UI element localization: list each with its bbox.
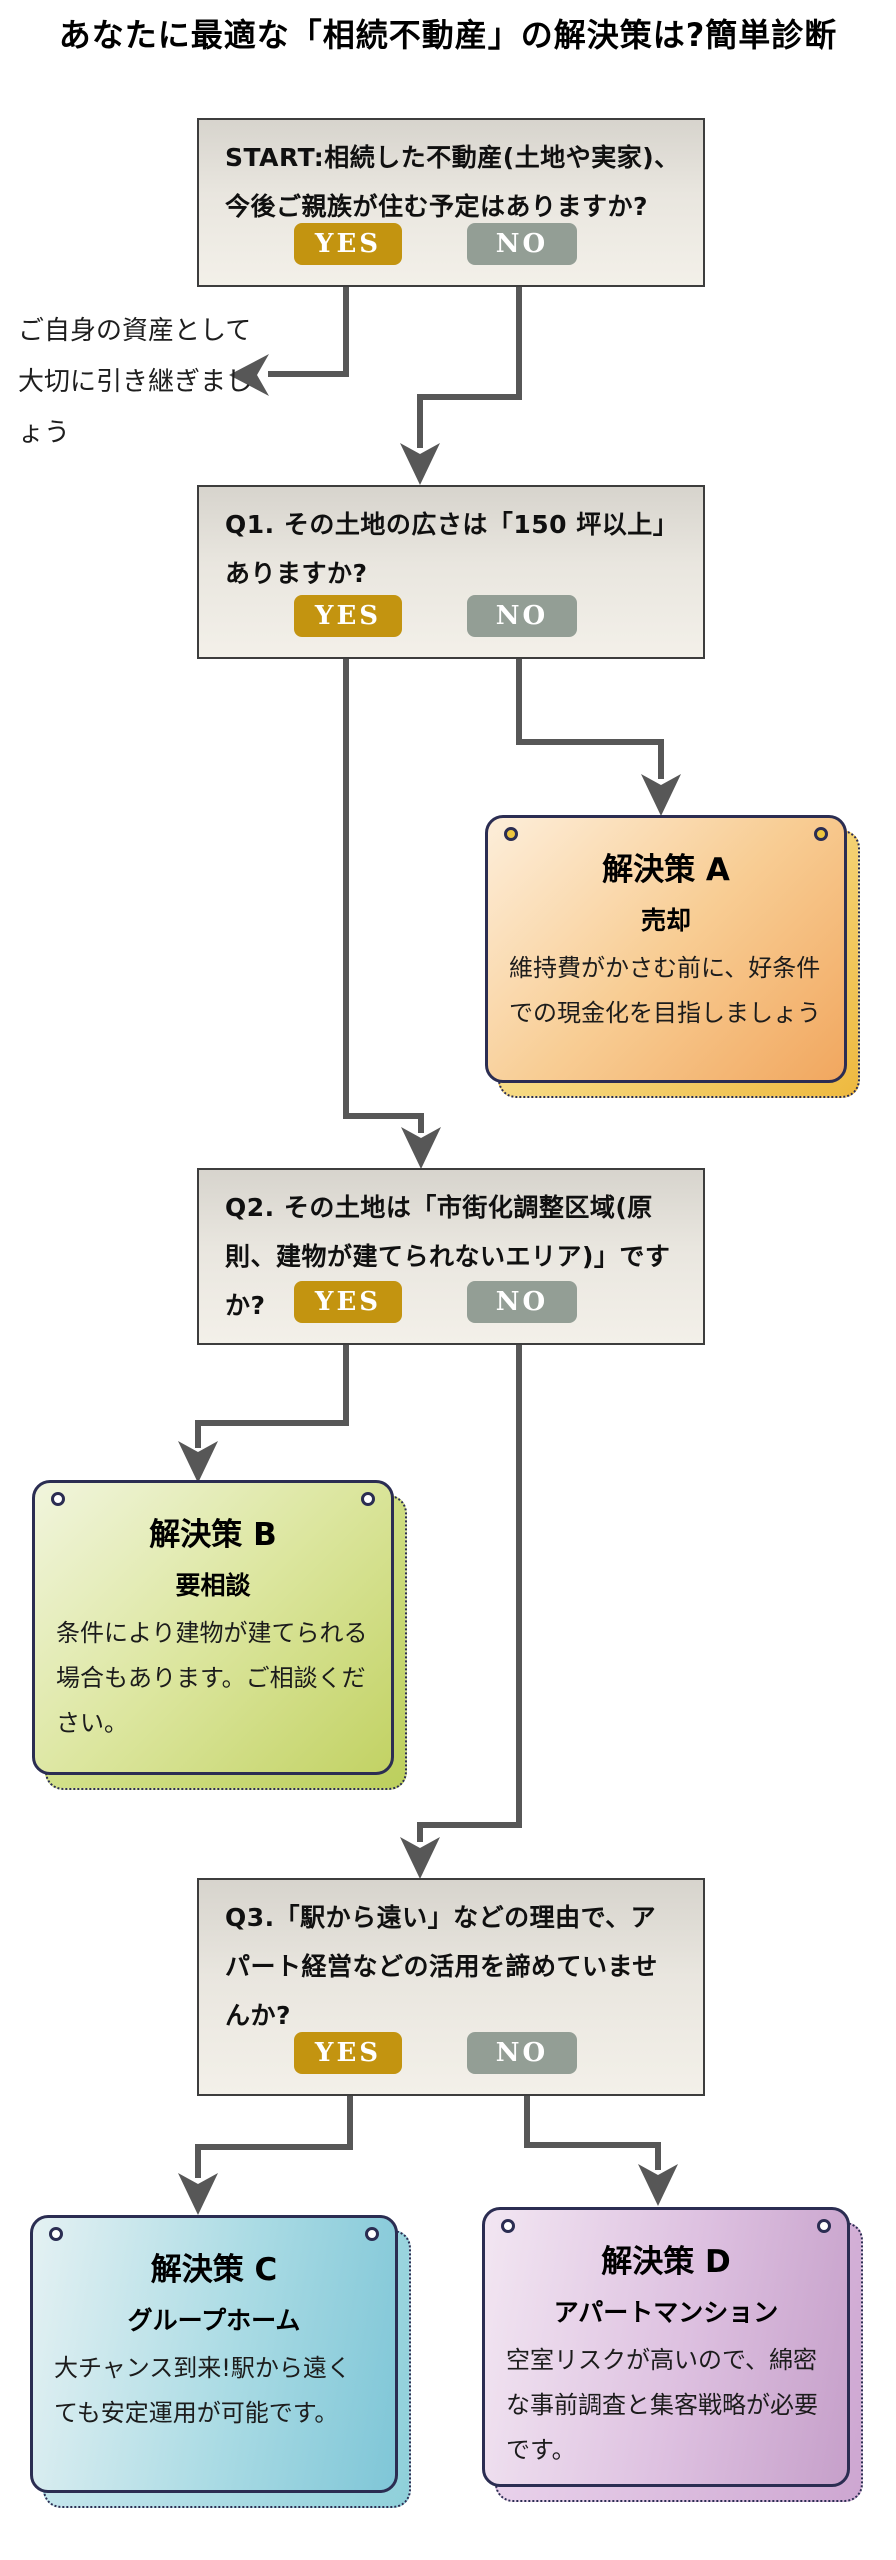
pin-icon	[501, 2219, 515, 2233]
connector-q3-yes	[195, 2144, 201, 2178]
page-title: あなたに最適な「相続不動産」の解決策は?簡単診断	[58, 16, 838, 54]
connector-q3-yes	[347, 2096, 353, 2150]
connector-q3-no	[524, 2142, 661, 2148]
q3-no-button[interactable]: NO	[467, 2032, 577, 2074]
card-face: 解決策 D アパートマンション 空室リスクが高いので、綿密な事前調査と集客戦略が…	[482, 2207, 850, 2487]
solution-c-subtitle: グループホーム	[127, 2306, 301, 2335]
pin-icon	[504, 827, 518, 841]
arrow-down-icon	[400, 443, 440, 485]
connector-start-yes	[268, 371, 349, 377]
arrow-down-icon	[400, 1837, 440, 1879]
solution-b-body: 条件により建物が建てられる場合もあります。ご相談ください。	[56, 1619, 368, 1737]
q1-question-text: Q1. その土地の広さは「150 坪以上」ありますか?	[225, 510, 679, 588]
start-no-button[interactable]: NO	[467, 223, 577, 265]
solution-a-subtitle: 売却	[640, 906, 691, 935]
start-box: START:相続した不動産(土地や実家)、今後ご親族が住む予定はありますか? Y…	[197, 118, 705, 287]
solution-d-subtitle: アパートマンション	[553, 2298, 779, 2327]
connector-q1-no	[658, 739, 664, 779]
connector-q1-no	[516, 659, 522, 745]
q1-box: Q1. その土地の広さは「150 坪以上」ありますか? YES NO	[197, 485, 705, 659]
pin-icon	[51, 1492, 65, 1506]
solution-c-body: 大チャンス到来!駅から遠くても安定運用が可能です。	[54, 2354, 351, 2427]
pin-icon	[814, 827, 828, 841]
connector-start-yes	[343, 287, 349, 374]
solution-card-b: 解決策 B 要相談 条件により建物が建てられる場合もあります。ご相談ください。	[32, 1480, 407, 1790]
q2-no-button[interactable]: NO	[467, 1281, 577, 1323]
connector-q2-no	[516, 1345, 522, 1828]
solution-d-title: 解決策 D	[601, 2244, 731, 2280]
solution-card-c: 解決策 C グループホーム 大チャンス到来!駅から遠くても安定運用が可能です。	[30, 2215, 411, 2508]
keep-asset-note: ご自身の資産として大切に引き継ぎましょう	[18, 316, 253, 448]
pin-icon	[365, 2227, 379, 2241]
connector-q1-yes	[343, 659, 349, 1119]
arrow-down-icon	[178, 2173, 218, 2215]
connector-q1-yes	[418, 1113, 424, 1133]
connector-q2-yes	[343, 1345, 349, 1426]
q2-yes-button[interactable]: YES	[294, 1281, 402, 1323]
arrow-down-icon	[638, 2164, 678, 2206]
start-question-text: START:相続した不動産(土地や実家)、今後ご親族が住む予定はありますか?	[225, 143, 680, 221]
connector-q3-no	[524, 2096, 530, 2148]
arrow-down-icon	[401, 1127, 441, 1169]
connector-q1-yes	[343, 1113, 424, 1119]
solution-card-d: 解決策 D アパートマンション 空室リスクが高いので、綿密な事前調査と集客戦略が…	[482, 2207, 863, 2502]
connector-q2-no	[417, 1822, 522, 1828]
q2-box: Q2. その土地は「市街化調整区域(原則、建物が建てられないエリア)」ですか? …	[197, 1168, 705, 1345]
connector-start-no	[417, 394, 423, 448]
arrow-down-icon	[178, 1441, 218, 1483]
q3-question-text: Q3.「駅から遠い」などの理由で、アパート経営などの活用を諦めていませんか?	[225, 1903, 658, 2030]
pin-icon	[361, 1492, 375, 1506]
connector-q2-yes	[195, 1420, 201, 1448]
solution-d-body: 空室リスクが高いので、綿密な事前調査と集客戦略が必要です。	[506, 2346, 818, 2464]
solution-b-title: 解決策 B	[149, 1517, 277, 1553]
card-face: 解決策 C グループホーム 大チャンス到来!駅から遠くても安定運用が可能です。	[30, 2215, 398, 2493]
connector-q1-no	[516, 739, 664, 745]
solution-b-subtitle: 要相談	[175, 1571, 251, 1600]
connector-q3-yes	[195, 2144, 353, 2150]
connector-q2-yes	[195, 1420, 349, 1426]
pin-icon	[49, 2227, 63, 2241]
card-face: 解決策 A 売却 維持費がかさむ前に、好条件での現金化を目指しましょう	[485, 815, 847, 1083]
q3-yes-button[interactable]: YES	[294, 2032, 402, 2074]
solution-a-body: 維持費がかさむ前に、好条件での現金化を目指しましょう	[509, 954, 821, 1027]
arrow-down-icon	[641, 774, 681, 816]
card-face: 解決策 B 要相談 条件により建物が建てられる場合もあります。ご相談ください。	[32, 1480, 394, 1775]
q3-box: Q3.「駅から遠い」などの理由で、アパート経営などの活用を諦めていませんか? Y…	[197, 1878, 705, 2096]
solution-a-title: 解決策 A	[602, 852, 730, 888]
connector-start-no	[516, 287, 522, 400]
pin-icon	[817, 2219, 831, 2233]
connector-q3-no	[655, 2142, 661, 2170]
solution-card-a: 解決策 A 売却 維持費がかさむ前に、好条件での現金化を目指しましょう	[485, 815, 860, 1098]
connector-start-no	[417, 394, 522, 400]
q1-no-button[interactable]: NO	[467, 595, 577, 637]
q1-yes-button[interactable]: YES	[294, 595, 402, 637]
q2-question-text: Q2. その土地は「市街化調整区域(原則、建物が建てられないエリア)」ですか?	[225, 1193, 671, 1320]
connector-q2-no	[417, 1822, 423, 1842]
solution-c-title: 解決策 C	[150, 2252, 278, 2288]
start-yes-button[interactable]: YES	[294, 223, 402, 265]
arrow-left-icon	[229, 354, 269, 396]
